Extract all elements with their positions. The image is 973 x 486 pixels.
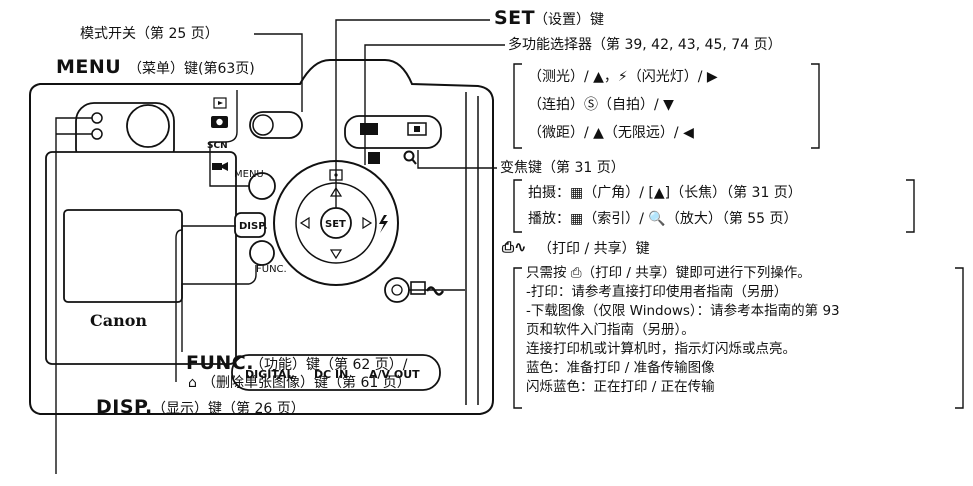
multi-selector-label: 多功能选择器（第 39, 42, 43, 45, 74 页） <box>508 37 782 53</box>
print-share-icon: ⎙∿ <box>502 238 527 256</box>
bracket-zoom-right <box>906 179 915 233</box>
camera-set-label: SET <box>325 219 346 230</box>
share-icon-body <box>425 286 445 296</box>
camera-func-label: FUNC. <box>256 264 287 275</box>
dial-left-arrow <box>299 216 310 230</box>
menu-key-label: MENU <box>56 56 122 78</box>
set-key-suffix: （设置）键 <box>534 12 604 28</box>
leader-indicator <box>55 117 92 474</box>
func-button <box>249 240 275 266</box>
port-dcin: DC IN <box>314 368 349 381</box>
camera-right-edge <box>465 92 479 405</box>
camera-disp-label: DISP. <box>239 221 268 232</box>
delete-icon: ⌂ <box>188 375 197 391</box>
leader-mode-switch <box>254 33 303 112</box>
zoom-line2: 播放：▦（索引）/ 🔍（放大）（第 55 页） <box>528 211 798 227</box>
magnify-icon <box>403 150 415 162</box>
leader-zoom <box>417 150 497 169</box>
multi-selector-line1: （测光）/ ▲，⚡（闪光灯）/ ▶ <box>528 69 718 85</box>
bracket-note-right <box>955 267 964 409</box>
viewfinder-lens <box>126 104 170 148</box>
bracket-note-left <box>513 267 522 409</box>
dial-down-arrow <box>329 249 343 260</box>
zoom-line1: 拍摄：▦（广角）/ [▲]（长焦）（第 31 页） <box>528 185 802 201</box>
zoom-wide-icon <box>360 123 378 135</box>
lcd-screen <box>63 209 183 303</box>
print-note-1: 只需按 ⎙（打印 / 共享）键即可进行下列操作。 <box>526 265 811 281</box>
camera-scn-label: SCN <box>207 141 228 151</box>
func-key-suffix: （功能）键（第 62 页）/ <box>250 357 408 373</box>
leader-menu <box>209 90 249 187</box>
bracket-multi-left <box>513 63 522 149</box>
dial-right-arrow <box>362 216 373 230</box>
multi-selector-line3: （微距）/ ▲（无限远）/ ◀ <box>528 125 694 141</box>
leader-multi-selector <box>364 44 505 165</box>
port-digital: DIGITAL <box>245 368 294 381</box>
port-cover <box>231 354 441 391</box>
print-icon-body <box>410 281 426 295</box>
print-note-2: -打印：请参考直接打印使用者指南（另册） <box>526 284 788 300</box>
leader-disp <box>175 225 236 382</box>
port-av-out: A/V OUT <box>369 368 420 381</box>
set-key-label: SET <box>494 7 536 29</box>
print-note-5: 连接打印机或计算机时，指示灯闪烁或点亮。 <box>526 341 796 357</box>
disp-key-suffix: （显示）键（第 26 页） <box>152 401 305 417</box>
zoom-key-label: 变焦键（第 31 页） <box>500 160 625 176</box>
index-icon <box>368 152 380 164</box>
print-note-4: 页和软件入门指南（另册）。 <box>526 322 695 338</box>
print-note-7: 闪烁蓝色：正在打印 / 正在传输 <box>526 379 715 395</box>
leader-func <box>181 265 257 352</box>
camera-menu-label: MENU <box>234 169 264 180</box>
indicator-lamp-top <box>91 112 103 124</box>
flash-icon <box>379 215 388 233</box>
menu-key-suffix: （菜单）键(第63页) <box>128 61 255 77</box>
delete-key-label: （删除单张图像）键（第 61 页） <box>202 375 411 391</box>
disp-key-label: DISP. <box>96 396 153 418</box>
print-key-label: （打印 / 共享）键 <box>538 241 650 257</box>
movie-mode-icon <box>212 162 228 171</box>
func-key-label: FUNC. <box>186 352 254 374</box>
bracket-multi-right <box>811 63 820 149</box>
leader-set <box>335 19 490 208</box>
bracket-zoom-left <box>513 179 522 233</box>
disp-button <box>234 212 266 238</box>
multi-selector-line2: （连拍）Ⓢ（自拍）/ ▼ <box>528 97 674 113</box>
mode-switch-label: 模式开关（第 25 页） <box>80 26 219 42</box>
camera-brand-logo: Canon <box>90 311 148 330</box>
print-note-3: -下载图像（仅限 Windows）：请参考本指南的第 93 <box>526 303 840 319</box>
print-note-6: 蓝色：准备打印 / 准备传输图像 <box>526 360 715 376</box>
indicator-lamp-bottom <box>91 128 103 140</box>
